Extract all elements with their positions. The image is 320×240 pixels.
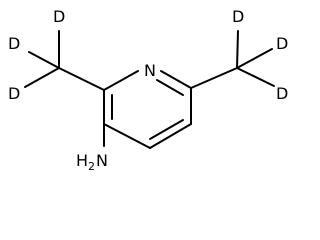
- amine-n-label: N: [96, 151, 108, 170]
- bond-n1-c6-inner: [156, 79, 184, 96]
- left-methyl-d-top: D: [53, 7, 65, 26]
- right-methyl-d-bottom: D: [276, 84, 288, 103]
- bond-left-d-bottom: [24, 67, 60, 88]
- right-methyl-d-top: D: [232, 7, 244, 26]
- bond-n1-c6: [160, 70, 192, 89]
- bond-right-d-top: [236, 30, 239, 69]
- bond-right-d-bottom: [236, 67, 275, 87]
- right-methyl-d-right: D: [276, 34, 288, 53]
- ring-nitrogen-label: N: [144, 61, 156, 80]
- left-methyl-d-left: D: [8, 34, 20, 53]
- amine-h-label: H: [76, 151, 88, 170]
- bond-c2-left-methyl: [58, 67, 105, 91]
- bond-left-d-left: [28, 51, 60, 69]
- structure-diagram: N D D D D D D H 2 N: [8, 7, 288, 173]
- pyridine-ring: [103, 70, 192, 149]
- bond-c5-c4: [149, 123, 192, 149]
- left-methyl-d-bottom: D: [8, 84, 20, 103]
- amine-h-subscript: 2: [88, 160, 95, 173]
- bond-right-d-right: [236, 48, 273, 69]
- amine-group-label: H 2 N: [76, 151, 108, 173]
- bond-c4-c3: [103, 123, 151, 149]
- substituent-bonds: [24, 30, 275, 147]
- bond-c6-right-methyl: [190, 67, 238, 89]
- bond-c2-n1: [103, 70, 139, 91]
- bond-c5-c4-inner: [149, 119, 184, 140]
